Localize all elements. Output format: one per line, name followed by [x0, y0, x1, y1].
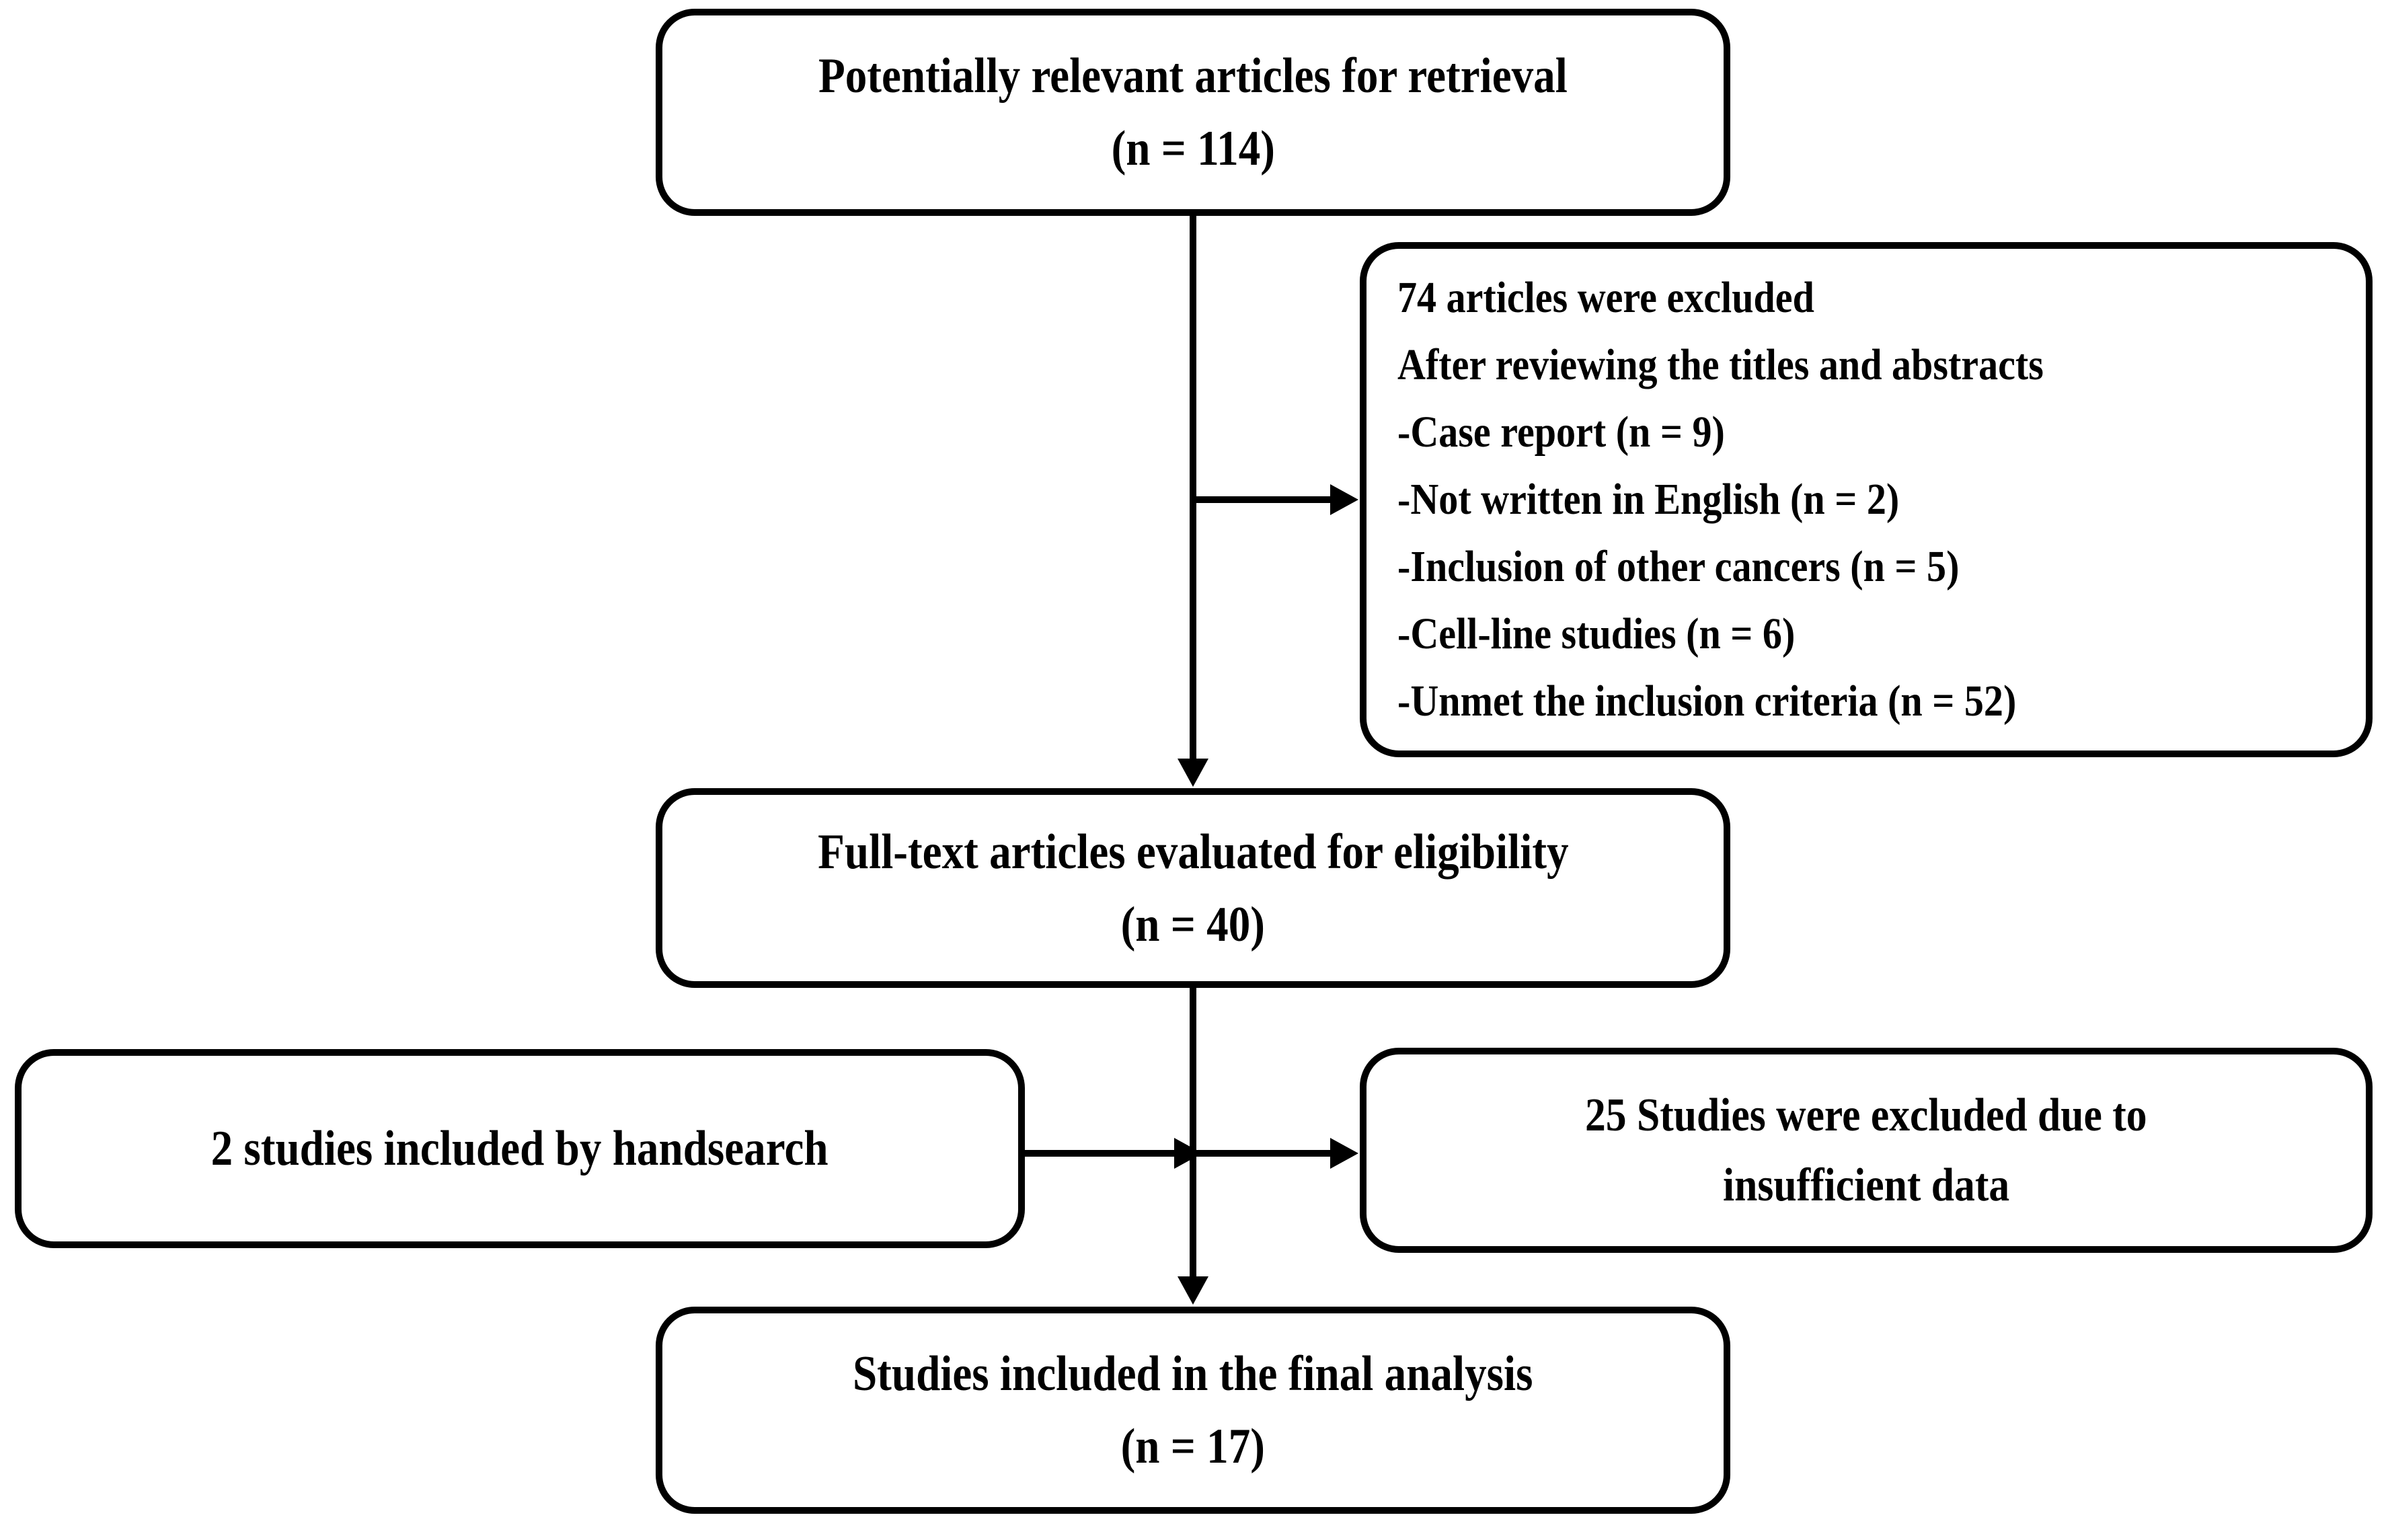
node-fulltext-count: (n = 40): [1120, 896, 1266, 952]
node-retrieval-count: (n = 114): [1111, 121, 1275, 176]
connector-fulltext-to-final: [1190, 988, 1196, 1277]
node-excluded-insufficient-data: 25 Studies were excluded due to insuffic…: [1360, 1048, 2373, 1253]
arrowhead-down-to-fulltext: [1178, 759, 1208, 787]
node-excluded-after-screening: 74 articles were excluded After reviewin…: [1360, 242, 2373, 757]
node-potentially-relevant-articles: Potentially relevant articles for retrie…: [656, 9, 1730, 216]
node-studies-included-by-handsearch: 2 studies included by handsearch: [15, 1049, 1025, 1248]
excluded-reason-unmet-criteria: -Unmet the inclusion criteria (n = 52): [1397, 677, 2017, 726]
excluded-reason-cell-line: -Cell-line studies (n = 6): [1397, 609, 1796, 658]
arrowhead-right-to-excluded: [1330, 484, 1358, 515]
connector-handsearch-to-spine: [1025, 1150, 1178, 1157]
node-final-count: (n = 17): [1120, 1419, 1266, 1474]
node-retrieval-line-1: Potentially relevant articles for retrie…: [818, 48, 1568, 104]
excluded-line-1: 74 articles were excluded: [1397, 273, 1814, 322]
arrowhead-right-to-insufficient: [1330, 1138, 1358, 1169]
node-handsearch-line-1: 2 studies included by handsearch: [211, 1121, 829, 1176]
excluded-reason-other-cancers: -Inclusion of other cancers (n = 5): [1397, 542, 1960, 591]
excluded-reason-not-english: -Not written in English (n = 2): [1397, 475, 1900, 524]
node-fulltext-articles-evaluated: Full-text articles evaluated for eligibi…: [656, 788, 1730, 988]
connector-retrieval-to-excluded: [1190, 496, 1332, 503]
connector-spine-to-insufficient: [1196, 1150, 1332, 1157]
connector-retrieval-to-fulltext: [1190, 216, 1196, 761]
node-insufficient-line-1: 25 Studies were excluded due to: [1585, 1089, 2147, 1141]
excluded-line-2: After reviewing the titles and abstracts: [1397, 340, 2044, 389]
node-final-line-1: Studies included in the final analysis: [853, 1346, 1533, 1401]
node-insufficient-line-2: insufficient data: [1722, 1159, 2010, 1211]
node-studies-included-final-analysis: Studies included in the final analysis (…: [656, 1307, 1730, 1514]
node-fulltext-line-1: Full-text articles evaluated for eligibi…: [817, 824, 1569, 880]
excluded-reason-case-report: -Case report (n = 9): [1397, 408, 1725, 457]
arrowhead-down-to-final: [1178, 1276, 1208, 1305]
arrowhead-right-to-spine: [1174, 1138, 1202, 1169]
